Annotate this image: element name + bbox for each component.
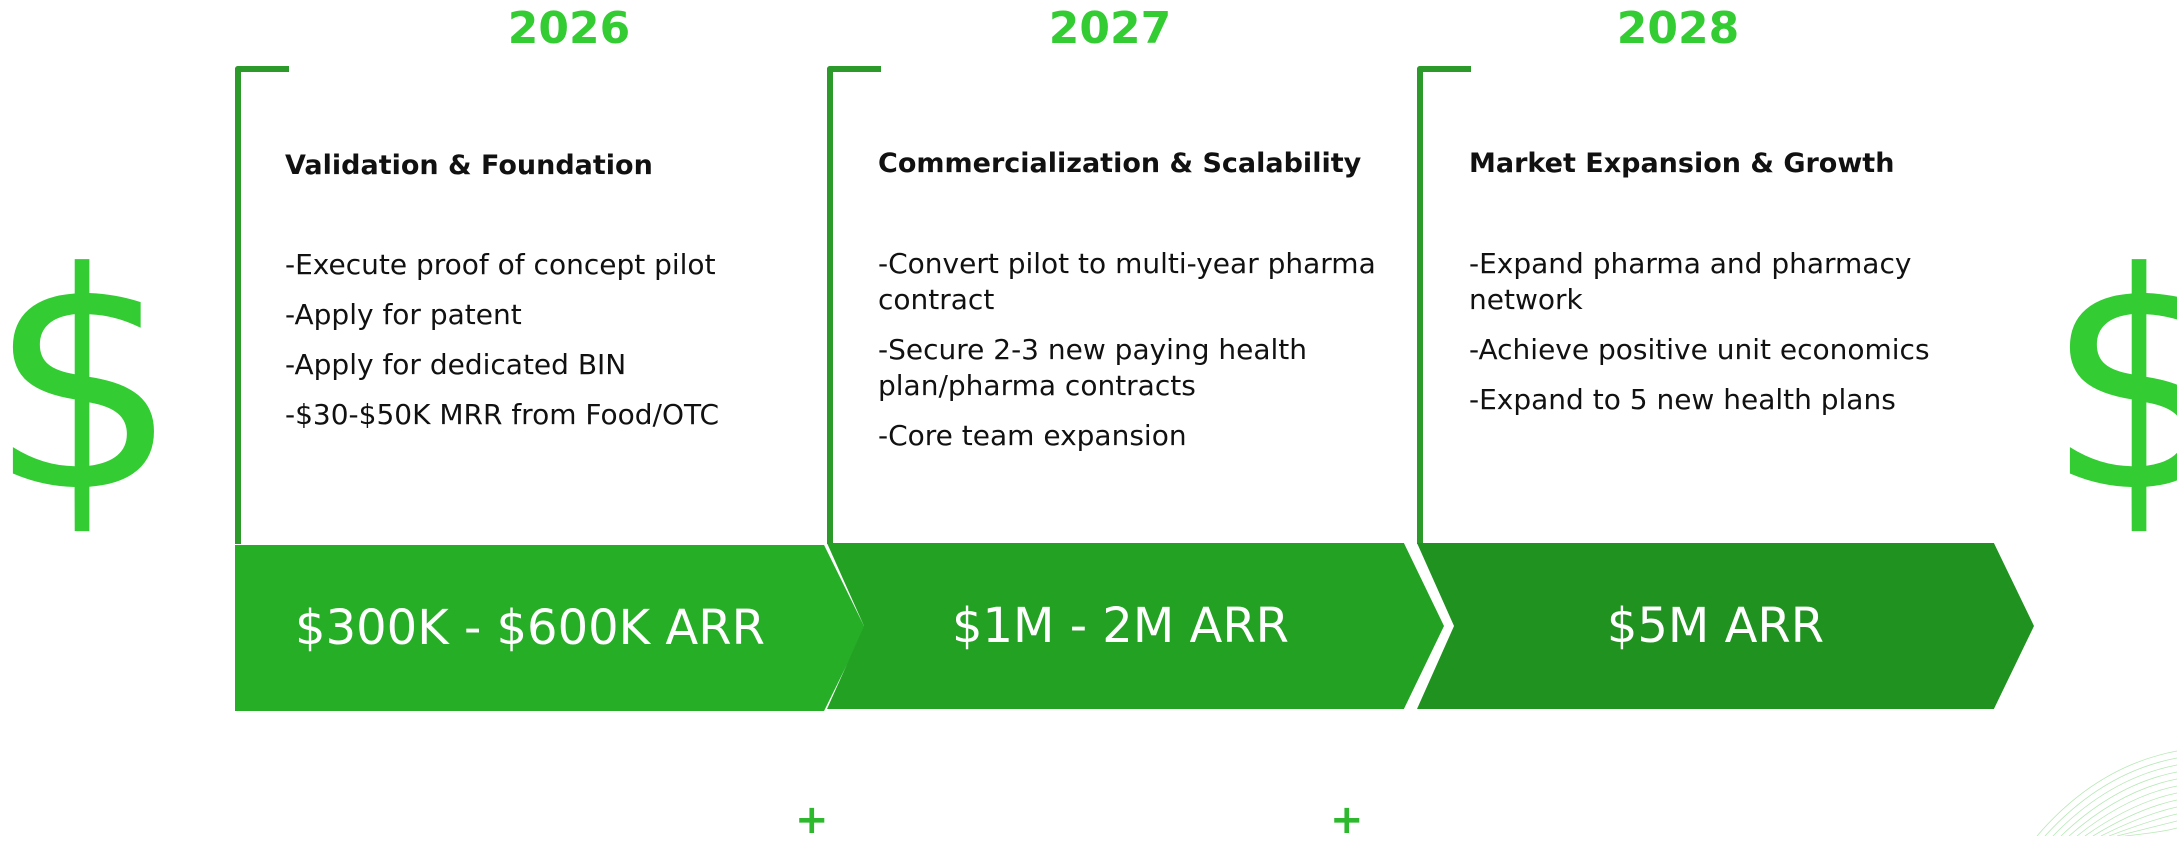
phase-1-bullet: -Apply for patent bbox=[285, 298, 522, 331]
phase-2-bracket bbox=[827, 66, 881, 544]
phase-3-bullets: -Expand pharma and pharmacy network -Ach… bbox=[1469, 246, 1969, 432]
year-2027: 2027 bbox=[1048, 3, 1172, 54]
phase-3-bullet: -Expand pharma and pharmacy network bbox=[1469, 247, 1912, 316]
phase-1-arr-label: $300K - $600K ARR bbox=[295, 600, 765, 656]
dollar-sign-icon: $ bbox=[0, 209, 179, 558]
plus-icon: + bbox=[795, 797, 829, 843]
phase-2-bullet: -Convert pilot to multi-year pharma cont… bbox=[878, 247, 1376, 316]
phase-1-bullet: -Execute proof of concept pilot bbox=[285, 248, 716, 281]
phase-2-bullets: -Convert pilot to multi-year pharma cont… bbox=[878, 246, 1378, 468]
phase-3-bracket bbox=[1417, 66, 1471, 544]
phase-2-arr-arrow: $1M - 2M ARR bbox=[827, 543, 1444, 709]
phase-3-arr-arrow: $5M ARR bbox=[1417, 543, 2034, 709]
year-2028: 2028 bbox=[1616, 3, 1740, 54]
phase-1-bullet: -Apply for dedicated BIN bbox=[285, 348, 627, 381]
phase-3-arr-label: $5M ARR bbox=[1606, 598, 1825, 654]
dollar-sign-icon: $ bbox=[2045, 209, 2177, 558]
phase-1-bullets: -Execute proof of concept pilot -Apply f… bbox=[285, 247, 805, 447]
year-2026: 2026 bbox=[507, 3, 631, 54]
plus-icon: + bbox=[1330, 797, 1364, 843]
phase-3-bullet: -Achieve positive unit economics bbox=[1469, 333, 1930, 366]
phase-3-title: Market Expansion & Growth bbox=[1469, 148, 1895, 179]
phase-2-bullet: -Core team expansion bbox=[878, 419, 1187, 452]
phase-1-title: Validation & Foundation bbox=[285, 150, 653, 181]
phase-2-arr-label: $1M - 2M ARR bbox=[951, 598, 1290, 654]
phase-1-bullet: -$30-$50K MRR from Food/OTC bbox=[285, 398, 720, 431]
phase-2-title: Commercialization & Scalability bbox=[878, 148, 1362, 179]
decorative-arcs bbox=[2036, 750, 2177, 836]
phase-1-bracket bbox=[235, 66, 289, 544]
phase-1-arr-arrow: $300K - $600K ARR bbox=[235, 545, 865, 711]
phase-3-bullet: -Expand to 5 new health plans bbox=[1469, 383, 1896, 416]
phase-2-bullet: -Secure 2-3 new paying health plan/pharm… bbox=[878, 333, 1308, 402]
